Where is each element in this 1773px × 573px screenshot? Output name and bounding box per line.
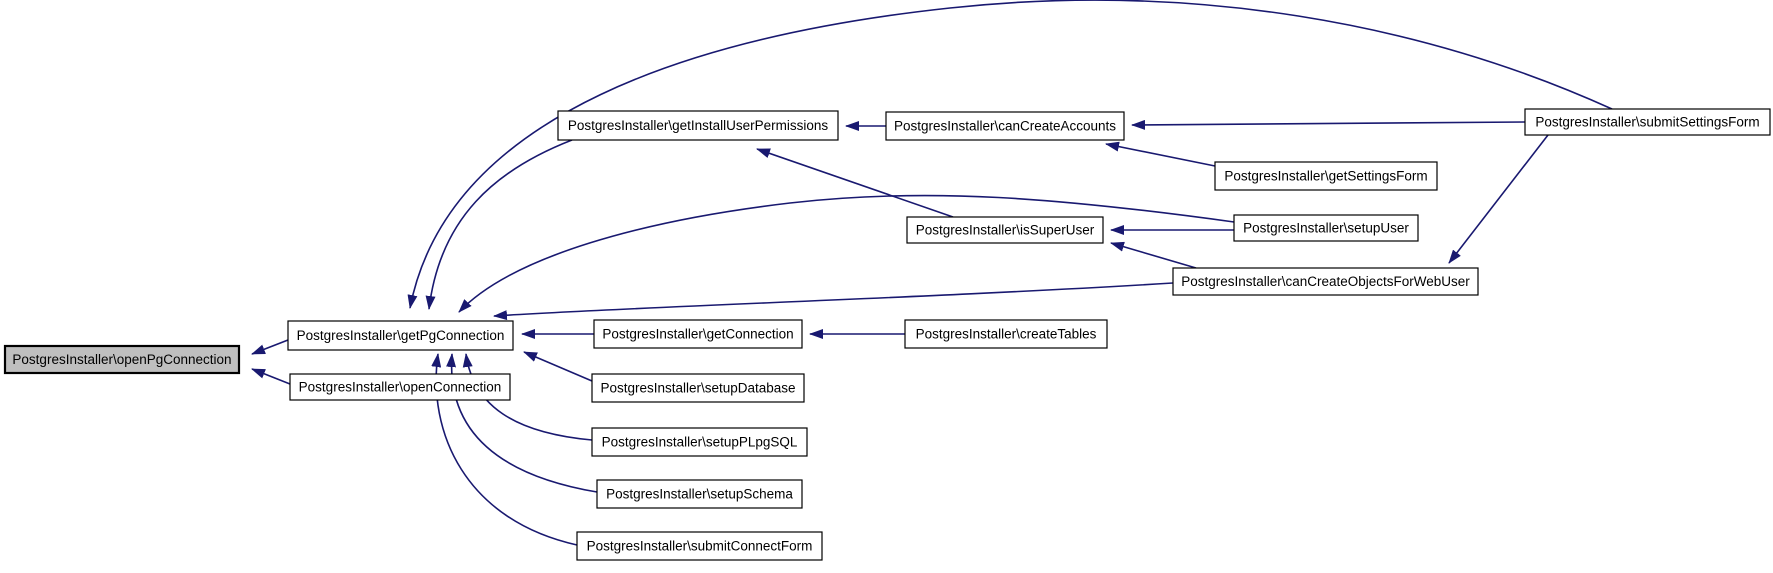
node-box-getInstallUserPermissions[interactable] xyxy=(557,110,839,141)
node-label-openConnection: PostgresInstaller\openConnection xyxy=(299,380,502,395)
node-box-setupSchema[interactable] xyxy=(596,479,803,509)
node-label-setupUser: PostgresInstaller\setupUser xyxy=(1243,221,1409,236)
node-label-canCreateAccounts: PostgresInstaller\canCreateAccounts xyxy=(894,119,1116,134)
edge-openConnection-to-openPgConnection xyxy=(251,368,291,385)
edge-submitSettingsForm-to-getPgConnection xyxy=(407,0,1613,309)
node-openConnection[interactable]: PostgresInstaller\openConnection xyxy=(289,373,511,401)
node-label-getInstallUserPermissions: PostgresInstaller\getInstallUserPermissi… xyxy=(568,118,829,133)
node-label-getPgConnection: PostgresInstaller\getPgConnection xyxy=(297,328,505,343)
edge-setupDatabase-to-getPgConnection xyxy=(523,351,593,382)
node-label-getSettingsForm: PostgresInstaller\getSettingsForm xyxy=(1224,169,1427,184)
node-label-submitSettingsForm: PostgresInstaller\submitSettingsForm xyxy=(1535,115,1759,130)
edge-submitSettingsForm-to-canCreateObjectsForWebUser xyxy=(1448,134,1549,264)
nodes-layer: PostgresInstaller\openPgConnectionPostgr… xyxy=(3,108,1771,561)
edge-setupPLpgSQL-to-getPgConnection xyxy=(462,353,593,441)
edges-layer xyxy=(251,0,1613,546)
node-box-submitSettingsForm[interactable] xyxy=(1524,108,1771,136)
node-box-getConnection[interactable] xyxy=(593,319,803,349)
node-getConnection[interactable]: PostgresInstaller\getConnection xyxy=(593,319,803,349)
node-canCreateAccounts[interactable]: PostgresInstaller\canCreateAccounts xyxy=(885,111,1125,141)
node-box-setupDatabase[interactable] xyxy=(591,373,805,403)
node-label-setupSchema: PostgresInstaller\setupSchema xyxy=(606,487,793,502)
node-box-createTables[interactable] xyxy=(904,319,1108,349)
node-label-openPgConnection: PostgresInstaller\openPgConnection xyxy=(12,352,231,367)
node-label-getConnection: PostgresInstaller\getConnection xyxy=(602,327,793,342)
node-getPgConnection[interactable]: PostgresInstaller\getPgConnection xyxy=(287,320,514,351)
node-label-createTables: PostgresInstaller\createTables xyxy=(916,327,1097,342)
edge-canCreateObjectsForWebUser-to-getPgConnection xyxy=(493,282,1174,321)
node-label-setupDatabase: PostgresInstaller\setupDatabase xyxy=(600,381,795,396)
node-box-canCreateObjectsForWebUser[interactable] xyxy=(1172,267,1479,296)
edge-canCreateObjectsForWebUser-to-isSuperUser xyxy=(1110,241,1197,269)
node-setupDatabase[interactable]: PostgresInstaller\setupDatabase xyxy=(591,373,805,403)
node-box-getSettingsForm[interactable] xyxy=(1214,161,1438,191)
node-setupUser[interactable]: PostgresInstaller\setupUser xyxy=(1233,214,1419,242)
node-setupPLpgSQL[interactable]: PostgresInstaller\setupPLpgSQL xyxy=(591,427,808,457)
node-openPgConnection[interactable]: PostgresInstaller\openPgConnection xyxy=(3,344,241,375)
node-box-canCreateAccounts[interactable] xyxy=(885,111,1125,141)
node-box-isSuperUser[interactable] xyxy=(906,216,1104,244)
edge-getPgConnection-to-openPgConnection xyxy=(251,339,289,355)
node-getInstallUserPermissions[interactable]: PostgresInstaller\getInstallUserPermissi… xyxy=(557,110,839,141)
edge-getSettingsForm-to-canCreateAccounts xyxy=(1105,141,1216,167)
node-label-isSuperUser: PostgresInstaller\isSuperUser xyxy=(916,223,1095,238)
node-label-setupPLpgSQL: PostgresInstaller\setupPLpgSQL xyxy=(602,435,798,450)
node-box-setupPLpgSQL[interactable] xyxy=(591,427,808,457)
node-box-openConnection[interactable] xyxy=(289,373,511,401)
edge-isSuperUser-to-getInstallUserPermissions xyxy=(756,148,954,218)
node-label-submitConnectForm: PostgresInstaller\submitConnectForm xyxy=(587,539,813,554)
node-isSuperUser[interactable]: PostgresInstaller\isSuperUser xyxy=(906,216,1104,244)
node-label-canCreateObjectsForWebUser: PostgresInstaller\canCreateObjectsForWeb… xyxy=(1181,274,1470,289)
node-box-getPgConnection[interactable] xyxy=(287,320,514,351)
node-box-setupUser[interactable] xyxy=(1233,214,1419,242)
node-createTables[interactable]: PostgresInstaller\createTables xyxy=(904,319,1108,349)
node-setupSchema[interactable]: PostgresInstaller\setupSchema xyxy=(596,479,803,509)
node-box-openPgConnection[interactable] xyxy=(3,344,241,375)
edge-submitSettingsForm-to-canCreateAccounts xyxy=(1131,119,1526,130)
node-submitSettingsForm[interactable]: PostgresInstaller\submitSettingsForm xyxy=(1524,108,1771,136)
node-canCreateObjectsForWebUser[interactable]: PostgresInstaller\canCreateObjectsForWeb… xyxy=(1172,267,1479,296)
node-submitConnectForm[interactable]: PostgresInstaller\submitConnectForm xyxy=(576,531,823,561)
node-box-submitConnectForm[interactable] xyxy=(576,531,823,561)
edge-getInstallUserPermissions-to-getPgConnection xyxy=(425,139,573,310)
node-getSettingsForm[interactable]: PostgresInstaller\getSettingsForm xyxy=(1214,161,1438,191)
edge-setupUser-to-getPgConnection xyxy=(458,194,1235,313)
